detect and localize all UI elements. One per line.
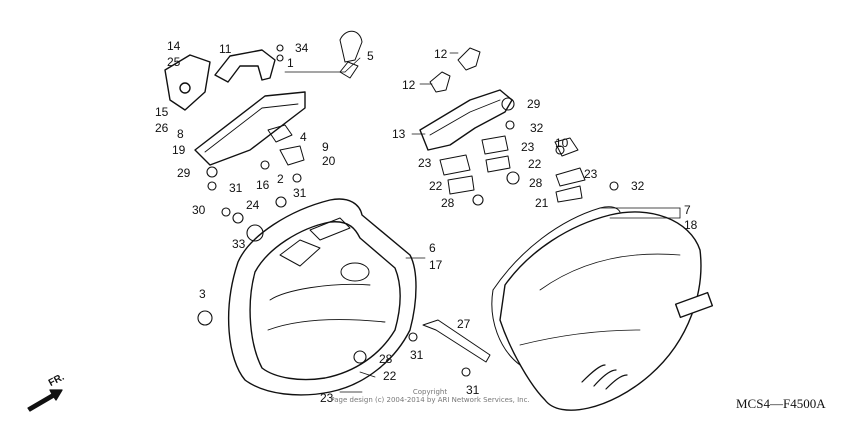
callout-14: 14 [167,39,181,53]
callout-21: 21 [535,196,549,210]
callout-1: 1 [287,56,294,70]
callout-31-left: 31 [229,181,243,195]
callout-34: 34 [295,41,309,55]
callout-11: 11 [219,42,232,56]
callout-27: 27 [457,317,471,331]
callout-17: 17 [429,258,443,272]
callout-23-bottom: 23 [320,391,334,405]
callout-28-left: 28 [441,196,455,210]
callout-23-mid: 23 [521,140,535,154]
callout-8: 8 [177,127,184,141]
callout-31-mid: 31 [293,186,307,200]
leader-lines [284,52,681,393]
diagram-code: MCS4—F4500A [736,396,826,411]
saddlebag-case [227,198,417,396]
callout-26: 26 [155,121,169,135]
callout-3: 3 [199,287,206,301]
callout-29-left: 29 [177,166,191,180]
callout-23-right: 23 [584,167,598,181]
callout-30: 30 [192,203,206,217]
callout-32-top: 32 [530,121,544,135]
callout-19: 19 [172,143,186,157]
front-direction-arrow [27,389,63,412]
saddlebag-lid [491,206,714,411]
callout-32-right: 32 [631,179,645,193]
callout-2: 2 [277,172,284,186]
callout-9: 9 [322,140,329,154]
hinge-assembly [419,47,586,363]
callout-5: 5 [367,49,374,63]
callout-33: 33 [232,237,246,251]
callout-25: 25 [167,55,181,69]
callout-31-lower: 31 [410,348,424,362]
copyright-notice: Copyright Page design (c) 2004-2014 by A… [330,388,530,404]
callout-10: 10 [555,136,569,150]
callout-29-right: 29 [527,97,541,111]
callout-20: 20 [322,154,336,168]
callout-12-mid: 12 [402,78,416,92]
callout-15: 15 [155,105,169,119]
top-cover-assembly [164,30,363,166]
callout-4: 4 [300,130,307,144]
callout-12-top: 12 [434,47,448,61]
callout-16: 16 [256,178,270,192]
callout-23-left: 23 [418,156,432,170]
copyright-line-2: Page design (c) 2004-2014 by ARI Network… [330,396,530,404]
callout-6: 6 [429,241,436,255]
fasteners [197,44,619,377]
callout-28-mid: 28 [529,176,543,190]
callout-31-bottom: 31 [466,383,480,397]
callout-24: 24 [246,198,260,212]
callout-22-left: 22 [429,179,443,193]
callout-28-bottom: 28 [379,352,393,366]
callout-7: 7 [684,203,691,217]
callout-22-mid: 22 [528,157,542,171]
callout-18: 18 [684,218,698,232]
callout-13: 13 [392,127,406,141]
callout-22-bottom: 22 [383,369,397,383]
copyright-line-1: Copyright [412,388,448,396]
